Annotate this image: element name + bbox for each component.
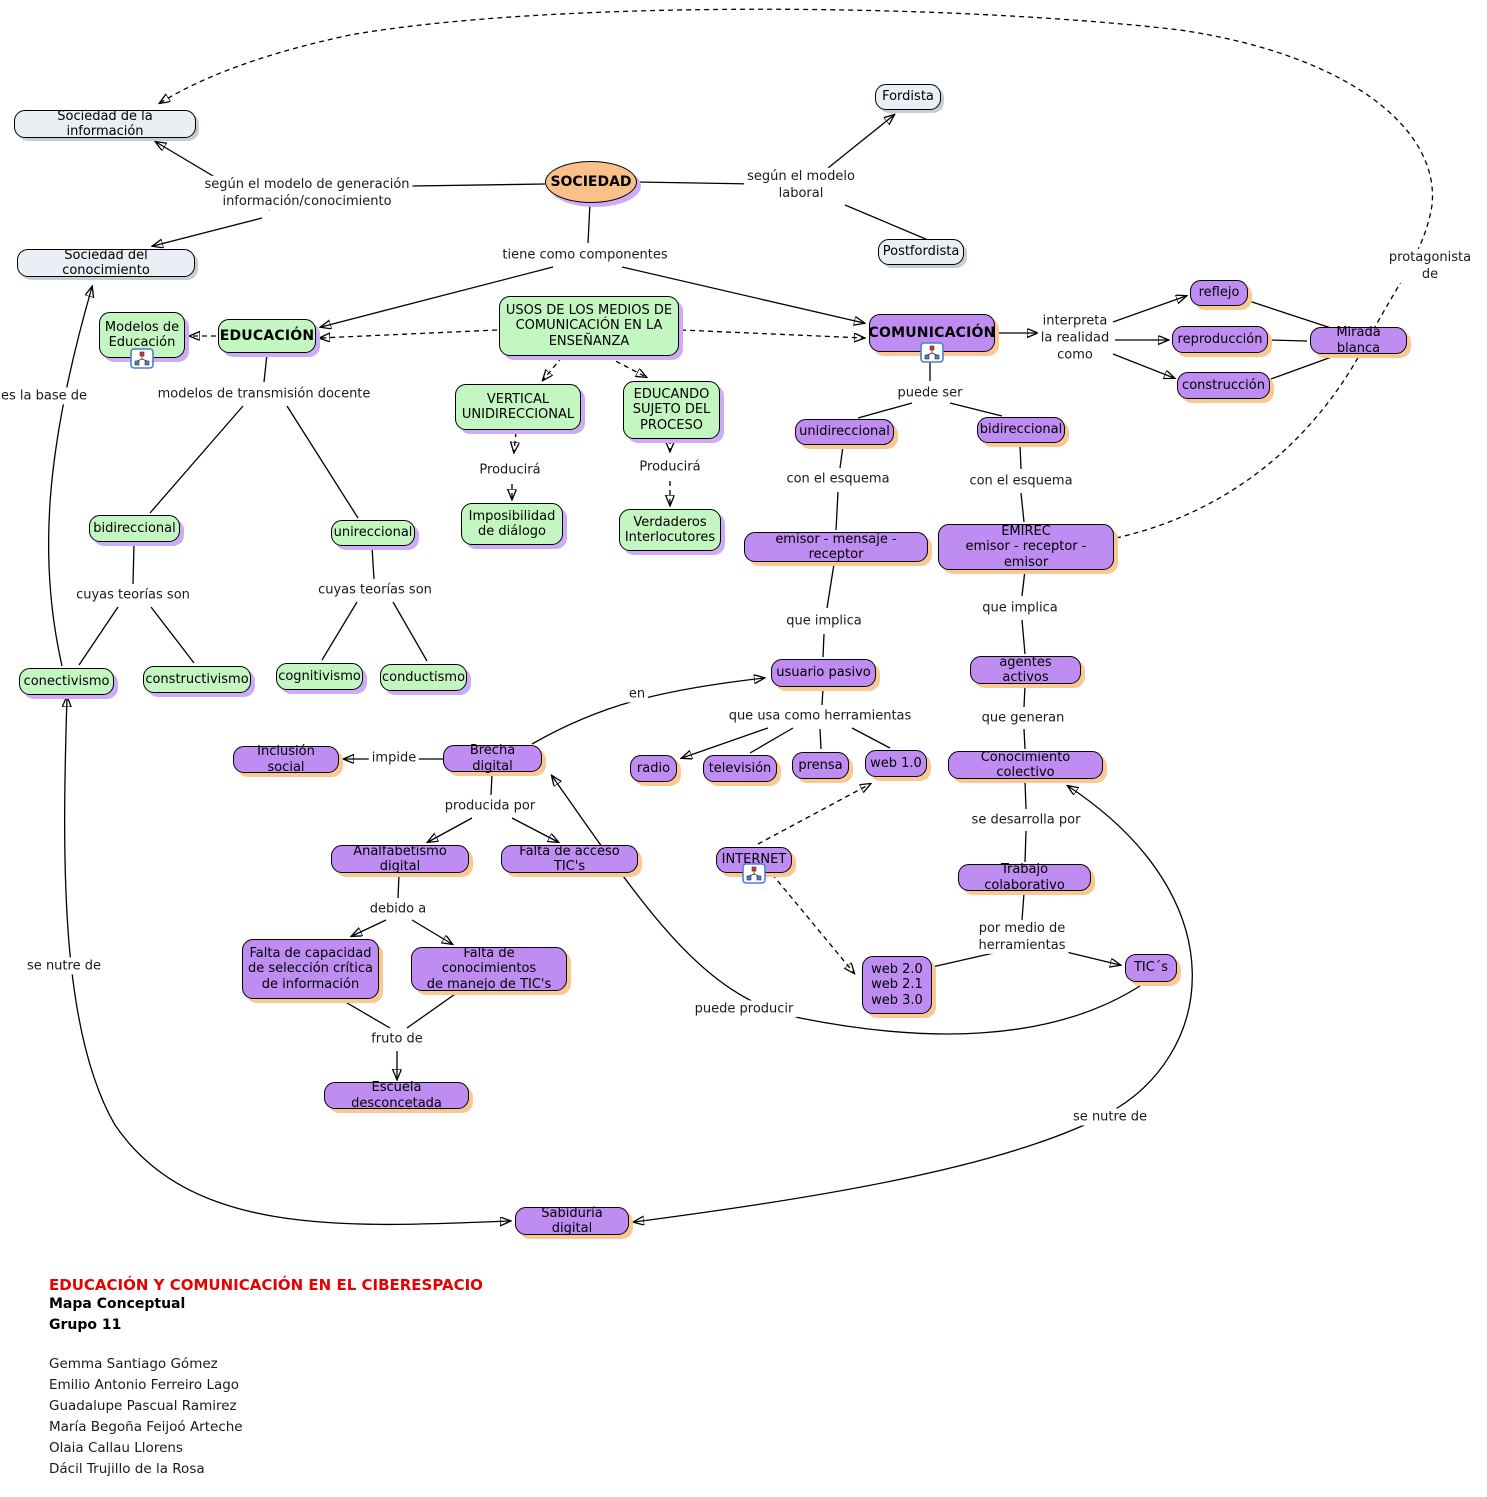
node-trabajo-colaborativo[interactable]: Trabajo colaborativo bbox=[958, 862, 1091, 893]
link-label-segun-modelo-generacion: según el modelo de generación informació… bbox=[201, 175, 413, 211]
link-label-que-implica-der: que implica bbox=[979, 599, 1061, 617]
node-reflejo[interactable]: reflejo bbox=[1190, 280, 1248, 306]
author: María Begoña Feijoó Arteche bbox=[49, 1418, 243, 1435]
node-falta-acceso-tics[interactable]: Falta de acceso TIC's bbox=[501, 844, 638, 874]
node-inclusion-social[interactable]: Inclusión social bbox=[233, 744, 339, 775]
link-label-segun-modelo-laboral: según el modelo laboral bbox=[744, 167, 858, 203]
node-comunicacion[interactable]: COMUNICACIÓN bbox=[868, 314, 996, 363]
node-constructivismo[interactable]: constructivismo bbox=[143, 666, 251, 693]
link-label-por-medio-herramientas: por medio de herramientas bbox=[975, 919, 1069, 955]
node-conocimiento-colectivo[interactable]: Conocimiento colectivo bbox=[948, 750, 1103, 780]
link-label-interpreta-la-realidad: interpreta la realidad como bbox=[1037, 312, 1113, 364]
author: Dácil Trujillo de la Rosa bbox=[49, 1460, 205, 1477]
author: Emilio Antonio Ferreiro Lago bbox=[49, 1376, 240, 1393]
link-label-modelos-transmision: modelos de transmisión docente bbox=[154, 385, 374, 403]
node-web-1-0[interactable]: web 1.0 bbox=[865, 750, 927, 777]
link-label-debido-a: debido a bbox=[366, 900, 430, 918]
map-title: EDUCACIÓN Y COMUNICACIÓN EN EL CIBERESPA… bbox=[49, 1276, 483, 1294]
resource-group-icon[interactable] bbox=[920, 342, 944, 363]
link-label-que-generan: que generan bbox=[978, 709, 1068, 727]
node-sociedad-informacion[interactable]: Sociedad de la información bbox=[14, 109, 196, 139]
link-label-se-nutre-de-izq: se nutre de bbox=[24, 957, 104, 975]
node-verdaderos-interlocutores[interactable]: Verdaderos Interlocutores bbox=[619, 509, 721, 551]
node-modelos-educacion[interactable]: Modelos de Educación bbox=[99, 312, 185, 369]
node-prensa[interactable]: prensa bbox=[792, 752, 849, 779]
node-analfabetismo-digital[interactable]: Analfabetismo digital bbox=[331, 844, 469, 874]
link-label-impide: impide bbox=[368, 749, 420, 767]
node-vertical-unidireccional[interactable]: VERTICAL UNIDIRECCIONAL bbox=[455, 384, 581, 430]
author: Gemma Santiago Gómez bbox=[49, 1356, 218, 1372]
link-label-cuyas-teorias-der: cuyas teorías son bbox=[315, 581, 435, 599]
link-label-puede-producir: puede producir bbox=[691, 1000, 797, 1018]
node-emisor-mensaje-receptor[interactable]: emisor - mensaje - receptor bbox=[744, 532, 928, 562]
node-modelos-educacion-label: Modelos de Educación bbox=[104, 319, 180, 350]
node-conductismo[interactable]: conductismo bbox=[380, 664, 467, 691]
node-tics[interactable]: TIC´s bbox=[1125, 954, 1177, 982]
node-imposibilidad-dialogo[interactable]: Imposibilidad de diálogo bbox=[461, 503, 563, 545]
author: Olaia Callau Llorens bbox=[49, 1439, 183, 1456]
node-agentes-activos[interactable]: agentes activos bbox=[970, 655, 1081, 685]
link-label-que-usa-herramientas: que usa como herramientas bbox=[725, 707, 915, 725]
node-radio[interactable]: radio bbox=[630, 755, 677, 782]
link-label-es-la-base-de: es la base de bbox=[0, 387, 90, 405]
link-label-producida-por: producida por bbox=[441, 797, 539, 815]
node-fordista[interactable]: Fordista bbox=[875, 84, 941, 110]
node-bidireccional-com[interactable]: bidireccional bbox=[977, 417, 1065, 443]
node-postfordista[interactable]: Postfordista bbox=[878, 239, 964, 265]
node-usuario-pasivo[interactable]: usuario pasivo bbox=[771, 659, 876, 687]
node-sociedad[interactable]: SOCIEDAD bbox=[545, 161, 637, 203]
credits-block: EDUCACIÓN Y COMUNICACIÓN EN EL CIBERESPA… bbox=[49, 1276, 483, 1480]
node-sabiduria-digital[interactable]: Sabiduría digital bbox=[515, 1206, 629, 1236]
link-label-fruto-de: fruto de bbox=[368, 1030, 426, 1048]
link-label-cuyas-teorias-izq: cuyas teorías son bbox=[73, 586, 193, 604]
link-label-protagonista-de: protagonista de bbox=[1385, 248, 1475, 284]
node-usos-medios[interactable]: USOS DE LOS MEDIOS DE COMUNICACIÓN EN LA… bbox=[499, 296, 679, 356]
node-television[interactable]: televisión bbox=[703, 755, 777, 782]
node-sociedad-conocimiento[interactable]: Sociedad del conocimiento bbox=[17, 248, 195, 278]
node-conectivismo[interactable]: conectivismo bbox=[19, 668, 114, 695]
link-label-que-implica-izq: que implica bbox=[783, 612, 865, 630]
node-construccion[interactable]: construcción bbox=[1177, 372, 1270, 399]
map-subtitle: Mapa Conceptual bbox=[49, 1296, 186, 1312]
link-label-puede-ser: puede ser bbox=[894, 384, 966, 402]
link-label-tiene-como-componentes: tiene como componentes bbox=[499, 246, 671, 264]
node-unireccional[interactable]: unireccional bbox=[331, 520, 415, 546]
node-educando-sujeto[interactable]: EDUCANDO SUJETO DEL PROCESO bbox=[623, 381, 720, 439]
node-cognitivismo[interactable]: cognitivismo bbox=[276, 663, 363, 690]
link-label-producira-izq: Producirá bbox=[476, 461, 544, 479]
node-emirec[interactable]: EMIREC emisor - receptor - emisor bbox=[938, 524, 1114, 570]
node-falta-capacidad[interactable]: Falta de capacidad de selección crítica … bbox=[242, 939, 379, 999]
node-escuela-desconectada[interactable]: Escuela desconcetada bbox=[324, 1080, 469, 1111]
link-label-se-nutre-de-der: se nutre de bbox=[1070, 1108, 1150, 1126]
resource-group-icon[interactable] bbox=[130, 348, 154, 369]
link-label-con-el-esquema-der: con el esquema bbox=[966, 472, 1076, 490]
resource-group-icon[interactable] bbox=[742, 863, 766, 884]
node-unidireccional[interactable]: unidireccional bbox=[795, 419, 894, 445]
node-webs[interactable]: web 2.0 web 2.1 web 3.0 bbox=[862, 956, 932, 1014]
node-educacion[interactable]: EDUCACIÓN bbox=[218, 319, 316, 353]
node-bidireccional-edu[interactable]: bidireccional bbox=[89, 515, 180, 542]
map-group: Grupo 11 bbox=[49, 1317, 122, 1333]
node-internet[interactable]: INTERNET bbox=[716, 847, 792, 884]
author: Guadalupe Pascual Ramirez bbox=[49, 1397, 237, 1414]
node-falta-conocimientos[interactable]: Falta de conocimientos de manejo de TIC'… bbox=[411, 946, 567, 992]
authors-list: Gemma Santiago Gómez Emilio Antonio Ferr… bbox=[49, 1354, 483, 1480]
node-comunicacion-label: COMUNICACIÓN bbox=[868, 324, 996, 341]
link-label-en: en bbox=[625, 685, 649, 703]
link-label-se-desarrolla-por: se desarrolla por bbox=[968, 811, 1084, 829]
node-reproduccion[interactable]: reproducción bbox=[1172, 326, 1268, 353]
node-brecha-digital[interactable]: Brecha digital bbox=[443, 743, 542, 774]
link-label-producira-der: Producirá bbox=[636, 458, 704, 476]
link-label-con-el-esquema-izq: con el esquema bbox=[783, 470, 893, 488]
node-mirada-blanca[interactable]: Mirada blanca bbox=[1310, 325, 1407, 356]
